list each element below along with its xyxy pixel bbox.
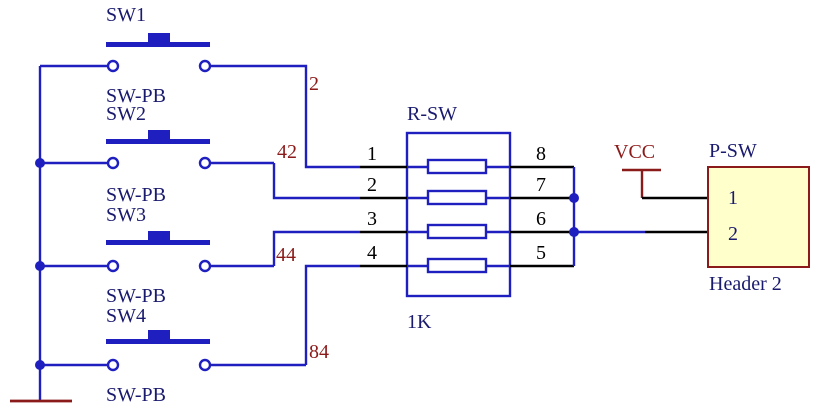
switch-sw1[interactable]: SW1 SW-PB xyxy=(40,4,278,107)
switch-type-sw1: SW-PB xyxy=(106,85,166,107)
switch-ref-sw1: SW1 xyxy=(106,4,146,26)
switch-type-sw4: SW-PB xyxy=(106,384,166,406)
rn-pin-8: 8 xyxy=(536,143,546,165)
common-bus xyxy=(569,167,708,266)
switch-ref-sw3: SW3 xyxy=(106,204,146,226)
rn-pin-3: 3 xyxy=(367,208,377,230)
vcc-label: VCC xyxy=(614,141,655,163)
switch-sw4[interactable]: SW4 SW-PB xyxy=(40,305,306,406)
header-ref: P-SW xyxy=(709,140,757,162)
resistor-network[interactable]: R-SW 1K 1 2 3 4 8 7 6 5 xyxy=(360,103,574,333)
switch-sw2[interactable]: SW2 SW-PB xyxy=(40,103,274,206)
resistor-ref: R-SW xyxy=(407,103,457,125)
ground-bus xyxy=(10,66,72,403)
switch-sw3[interactable]: SW3 SW-PB xyxy=(40,204,274,307)
rn-pin-1: 1 xyxy=(367,143,377,165)
header-pin-1: 1 xyxy=(728,187,738,209)
header-pin-2: 2 xyxy=(728,223,738,245)
header-name: Header 2 xyxy=(709,273,782,295)
switch-type-sw3: SW-PB xyxy=(106,285,166,307)
rn-pin-6: 6 xyxy=(536,208,546,230)
rn-pin-7: 7 xyxy=(536,174,546,196)
rn-pin-4: 4 xyxy=(367,242,377,264)
net-label-2: 2 xyxy=(309,73,319,95)
rn-pin-5: 5 xyxy=(536,242,546,264)
rn-pin-2: 2 xyxy=(367,174,377,196)
net-label-44: 44 xyxy=(276,244,296,266)
resistor-value: 1K xyxy=(407,311,432,333)
net-wires xyxy=(272,64,360,365)
switch-type-sw2: SW-PB xyxy=(106,184,166,206)
net-label-84: 84 xyxy=(309,341,329,363)
switch-ref-sw4: SW4 xyxy=(106,305,146,327)
header-connector[interactable]: P-SW 1 2 Header 2 xyxy=(707,140,810,295)
switch-ref-sw2: SW2 xyxy=(106,103,146,125)
vcc-power-port: VCC xyxy=(614,141,708,200)
net-label-42: 42 xyxy=(277,141,297,163)
